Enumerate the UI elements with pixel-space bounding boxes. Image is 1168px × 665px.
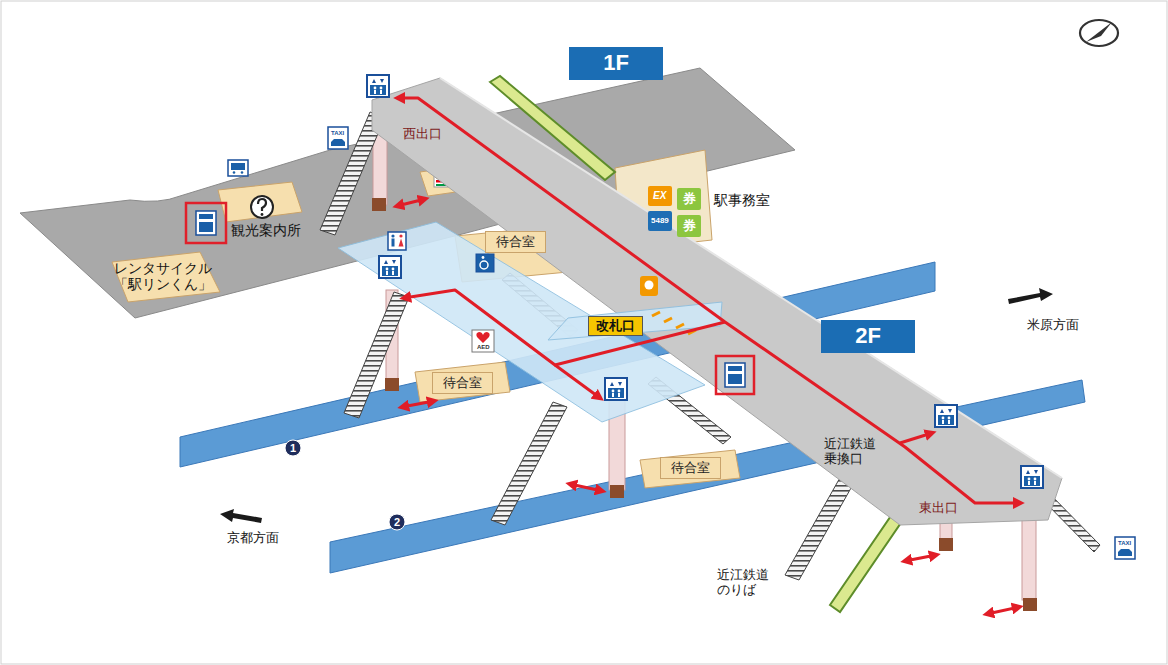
taxi-icon [328, 127, 348, 149]
locker-icon-part [199, 214, 213, 219]
aed-icon-heart [476, 332, 489, 343]
icon-text: EX [653, 190, 666, 202]
stamp-icon-part [645, 281, 654, 290]
ticket-icon [677, 188, 701, 210]
exit-label: 西出口 [403, 127, 442, 142]
accessible-icon-part [480, 261, 488, 269]
toilet-icon [388, 232, 406, 250]
taxi-icon [1115, 537, 1135, 559]
accessible-icon [476, 254, 494, 272]
exit-label: 東出口 [919, 501, 958, 516]
bus-icon [228, 160, 248, 176]
locker-icon [196, 211, 216, 235]
transfer-label: 近江鉄道 乗換口 [824, 437, 881, 467]
toilet-icon-part [392, 239, 395, 247]
platform-number-badge [285, 440, 301, 456]
toilet-icon-part [391, 234, 394, 237]
platform-number: 2 [394, 516, 400, 529]
direction-arrow [1008, 288, 1053, 304]
stamp-icon [640, 276, 658, 296]
elevator-icon [367, 75, 389, 97]
stairs [344, 292, 409, 418]
elevator-car [1023, 598, 1037, 611]
info-office [218, 182, 302, 222]
taxi-icon-car [331, 139, 345, 146]
direction-label: 米原方面 [1027, 318, 1079, 333]
aed-icon [472, 330, 494, 352]
locker-icon-part [728, 366, 742, 371]
facility-label: 駅事務室 [714, 192, 770, 208]
ticket-icon [677, 215, 701, 237]
node-text: 待合室 [671, 460, 710, 476]
waiting-room-box: 待合室 [485, 231, 546, 253]
icon-text: TAXI [1118, 540, 1131, 547]
waiting-room-box: 待合室 [660, 457, 721, 479]
icon-text: AED [477, 344, 490, 351]
glass-concourse [548, 302, 722, 340]
elevator-car [385, 378, 399, 391]
ticket-machine-icon [648, 186, 672, 206]
elevator-icon [1021, 466, 1043, 488]
toilet-icon-part [399, 239, 404, 247]
floor-badge: 1F [569, 47, 663, 80]
elevator-icon [935, 405, 957, 427]
ticket-gate-box: 改札口 [588, 316, 643, 336]
node-text: 改札口 [596, 318, 635, 334]
elevator-car [939, 538, 953, 551]
facility-label: 観光案内所 [231, 222, 301, 238]
bus-icon-part [241, 171, 244, 174]
icon-text: 券 [683, 192, 696, 207]
information-icon [251, 196, 273, 218]
direction-arrow [220, 509, 262, 523]
information-icon-mark [258, 199, 266, 211]
taxi-icon-car [1118, 549, 1132, 556]
node-text: 待合室 [443, 375, 482, 391]
platform-number: 1 [290, 442, 296, 455]
compass [1080, 20, 1118, 46]
ticket-machine-icon [648, 211, 672, 231]
locker-icon [725, 363, 745, 387]
node-text: 1F [603, 50, 629, 76]
barrier-free-route [397, 98, 1020, 614]
stairs [491, 402, 567, 525]
facility-label: レンタサイクル 「駅リンくん」 [114, 260, 226, 292]
platform-label: 近江鉄道 のりば [717, 568, 774, 598]
concourse-edge [440, 78, 1062, 478]
platform-number-badge [389, 514, 405, 530]
locker-icon-part [728, 374, 742, 384]
node-text: 2F [855, 323, 881, 349]
elevator-car [372, 198, 386, 211]
waiting-room-area [640, 450, 740, 488]
toilet-icon-part [399, 234, 402, 237]
bus-icon-part [233, 171, 236, 174]
compass-needle [1086, 22, 1112, 42]
node-text: 待合室 [496, 234, 535, 250]
highlight-frame [716, 356, 754, 394]
direction-label: 京都方面 [227, 531, 279, 546]
accessible-icon-part [482, 256, 485, 259]
icon-text: 券 [683, 219, 696, 234]
waiting-room-area [415, 362, 510, 402]
bus-icon-part [231, 163, 245, 170]
icon-text: 5489 [651, 216, 669, 225]
elevator-icon [605, 378, 627, 400]
elevator-car [610, 485, 624, 498]
elevator-icon [379, 256, 401, 278]
floor-badge: 2F [821, 320, 915, 353]
icon-text: TAXI [331, 130, 344, 137]
highlight-frame [186, 203, 226, 243]
waiting-room-box: 待合室 [432, 372, 493, 394]
information-icon-mark [261, 213, 264, 216]
locker-icon-part [199, 222, 213, 232]
